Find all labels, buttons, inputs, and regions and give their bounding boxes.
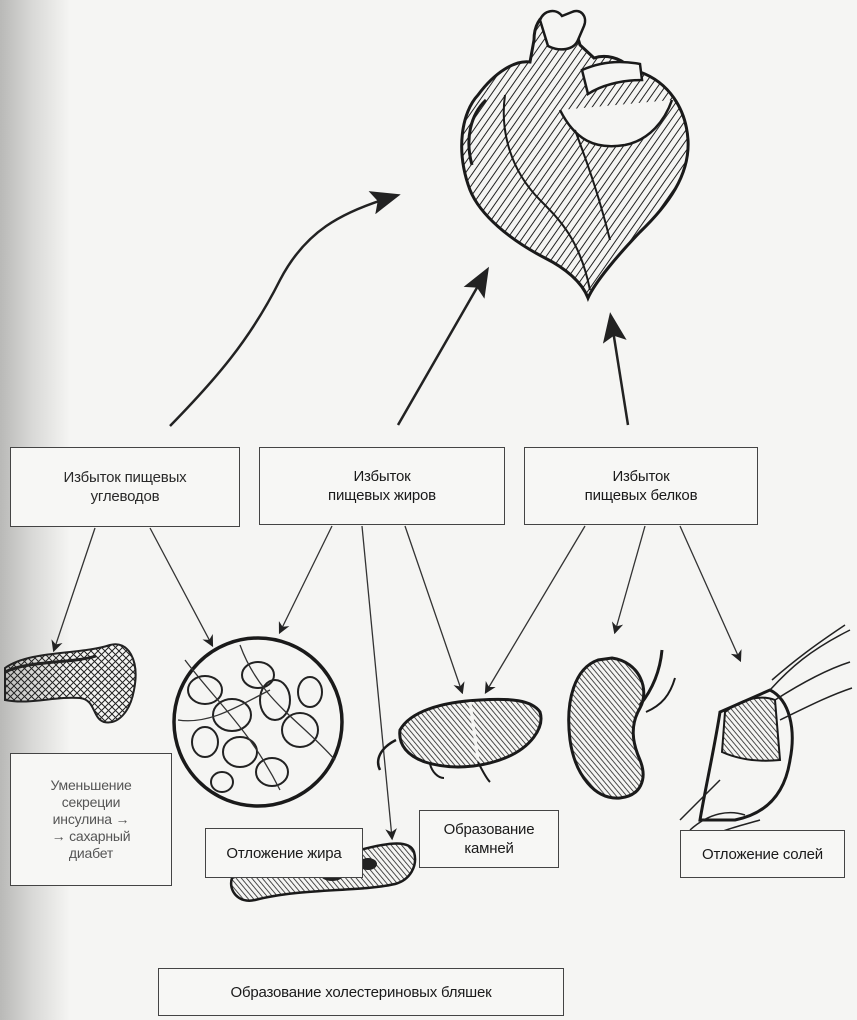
arrow-fats-to-heart [398, 272, 486, 425]
liver-illustration [378, 699, 541, 782]
excess-proteins-box: Избыток пищевых белков [524, 447, 758, 525]
heart-illustration [462, 11, 688, 298]
arrow-proteins-to-joint [680, 526, 740, 660]
cholesterol-plaques-box: Образование холестериновых бляшек [158, 968, 564, 1016]
diabetes-box: Уменьшение секреции инсулина → → сахарны… [10, 753, 172, 886]
kidney-illustration [569, 650, 675, 798]
fat-tissue-illustration [174, 638, 342, 806]
excess-fats-box: Избыток пищевых жиров [259, 447, 505, 525]
arrow-fats-to-fat [280, 526, 332, 632]
stones-box: Образование камней [419, 810, 559, 868]
arrow-carbs-to-pancreas [54, 528, 95, 650]
fat-deposit-box: Отложение жира [205, 828, 363, 878]
salt-deposit-box: Отложение солей [680, 830, 845, 878]
pancreas-illustration [5, 644, 136, 722]
arrow-proteins-to-heart [611, 318, 628, 425]
excess-carbs-box: Избыток пищевых углеводов [10, 447, 240, 527]
arrow-fats-to-liver [405, 526, 462, 692]
arrow-carbs-to-heart [170, 196, 395, 426]
arrow-proteins-to-liver [486, 526, 585, 692]
arrow-fats-to-vessel [362, 526, 392, 838]
arrow-carbs-to-fat [150, 528, 212, 645]
joint-illustration [680, 625, 852, 840]
arrow-proteins-to-kidney [615, 526, 645, 632]
